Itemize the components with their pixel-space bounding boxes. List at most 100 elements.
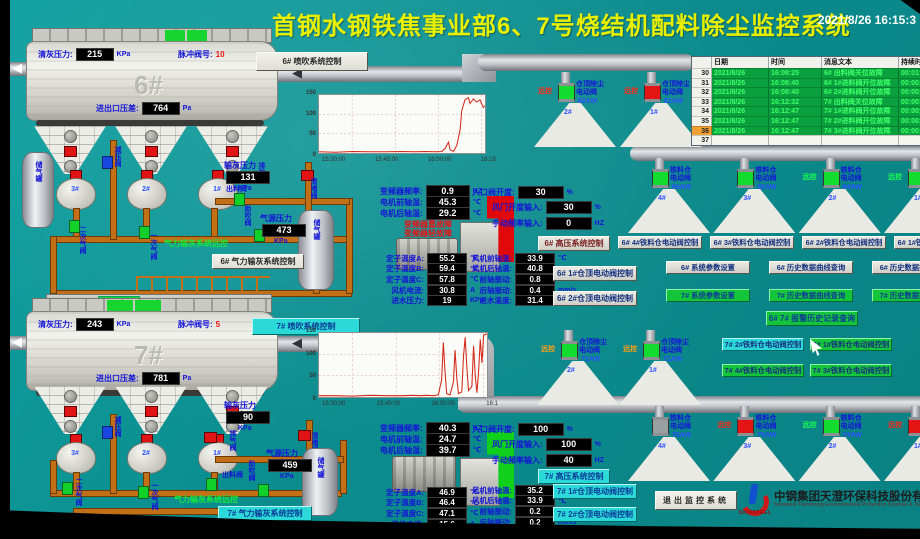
alarm-history-button[interactable]: 6# 7# 报警历史记录查询 [766,311,858,326]
log-row-number: 30 [692,68,712,78]
pulse-valve-label: 脉冲阀号: [178,319,213,329]
motor-graphic-7 [392,456,456,492]
baghouse-7: 清灰压力: 243 KPa 脉冲阀号: 5 7# 进出口压差: 781 Pa [26,298,278,402]
param-row: 风机前轴温: 33.9 ℃ [462,252,576,264]
silo-valve-button-6-1[interactable]: 6# 1#仓顶电动阀控制 [553,266,637,281]
inlet-valve-unit: % [566,188,573,196]
param-buttons-6: 6# 系统参数设置 6# 历史数据曲线查询 6# 历史数据报表查询 [666,261,920,274]
silo-valve-button-6-2[interactable]: 6# 2#仓顶电动阀控制 [553,291,637,306]
pulse-valve-open [107,300,133,311]
log-row[interactable]: 31 2021/8/26 16:08:40 6# 1#进料阀开位故障 00:00… [692,77,920,88]
cone-valve-id: 75AW [757,432,777,439]
cone-body [534,103,616,147]
param-label: 定子温度B: [386,498,424,508]
clean-pressure-unit: KPa [116,50,131,58]
param-value: 47.1 [427,507,467,519]
cone-valve-id: 71AW [663,356,683,363]
param-unit: mm/s [558,287,576,294]
cone-valve-indicator [822,417,840,436]
iron-silo-valve-button[interactable]: 7# 1#铁料仓电动阀控制 [810,338,892,351]
log-header-time: 时间 [769,57,822,68]
log-row[interactable]: 35 2021/8/26 16:12:47 7# 2#进料阀开位故障 00:00… [692,115,920,126]
damper-input-field[interactable]: 100 [545,437,592,451]
freq-label: 变频器频率: [380,423,423,433]
log-row[interactable]: 32 2021/8/26 16:08:40 6# 2#进料阀开位故障 00:00… [692,87,920,97]
pipe-segment [110,414,117,494]
system-button[interactable]: 7# 系统参数设置 [666,289,750,302]
cone-body [537,361,619,405]
iron-silo-valve-button[interactable]: 7# 3#铁料仓电动阀控制 [810,364,892,377]
cone-number: 2# [567,367,575,374]
iron-silo-valve-button[interactable]: 6# 4#铁料仓电动阀控制 [618,236,702,249]
motor-front-temp-unit: ℃ [472,199,482,206]
iron-silo-valve-button[interactable]: 6# 2#铁料仓电动阀控制 [802,236,886,249]
iron-silo-valve-button[interactable]: 7# 2#铁料仓电动阀控制 [722,338,804,351]
param-value: 30.8 [427,284,467,296]
param-value: 19 [427,295,467,307]
system-button[interactable]: 6# 历史数据报表查询 [872,261,920,274]
vessel-number: 1# [213,450,221,457]
param-row: 进水压力: 19 KPa [374,295,484,307]
convey-control-button-6[interactable]: 6# 气力输灰系统控制 [212,254,304,269]
blow-control-button-7[interactable]: 7# 喷吹系统控制 [252,318,360,335]
silo-valve-button-7-1[interactable]: 7# 1#仓顶电动阀控制 [553,484,637,499]
cone-valve-name: 铁料仓电动阀 [670,167,691,182]
log-corner [692,57,712,68]
convey-vessel: 2# [127,434,167,476]
log-row[interactable]: 34 2021/8/26 16:12:47 7# 1#进料阀开位故障 00:00… [692,106,920,116]
param-label: 进水温度: [479,296,513,306]
log-message: 7# 2#进料阀开位故障 [822,115,899,126]
exit-button[interactable]: 退出监控系统 [655,491,737,510]
motor-rear-temp-value: 39.7 [425,443,470,457]
inlet-valve-label: 入口阀开度: [472,424,515,434]
company-name-en: Sinosteel Tiancheng Environmental Protec… [774,502,920,508]
motor-rear-temp-unit: ℃ [472,210,482,217]
log-row[interactable]: 30 2021/8/26 16:08:25 6# 出料阀关位故障 00:01:4 [692,68,920,78]
hv-control-button-7[interactable]: 7# 高压系统控制 [538,469,610,484]
manual-freq-field[interactable]: 0 [545,216,592,230]
remote-flag: 远控 [802,422,817,429]
diff-pressure-label: 进出口压差: [96,373,139,383]
valve-label: 出料阀 [222,472,243,479]
log-time: 16:08:40 [769,77,822,88]
chart-plot-area [318,94,486,154]
silo-valve-button-7-2[interactable]: 7# 2#仓顶电动阀控制 [553,507,637,522]
air-tank-label: 储气罐 [317,457,324,478]
blow-control-button-6[interactable]: 6# 喷吹系统控制 [256,52,368,71]
log-row[interactable]: 36 2021/8/26 16:12:47 7# 3#进料阀开位故障 00:00… [692,125,920,136]
cone-drop-pipe [655,406,664,423]
iron-silo-valve-button[interactable]: 6# 1#铁料仓电动阀控制 [894,236,920,249]
x-tick: 15:30:00 [322,401,346,407]
valve-label: 减压阀 [114,146,121,167]
clock: 2021/8/26 16:15:3 [817,13,916,27]
param-row: 定子温度A: 46.9 ℃ [374,486,484,498]
iron-silo-valve-button[interactable]: 6# 3#铁料仓电动阀控制 [710,236,794,249]
system-button[interactable]: 7# 历史数据曲线查询 [769,289,853,302]
log-row[interactable]: 33 2021/8/26 16:12:32 7# 出料阀关位故障 00:00:5 [692,96,920,107]
log-row-number: 37 [692,135,712,145]
convey-pressure-value: 90 [226,411,270,424]
system-button[interactable]: 6# 历史数据曲线查询 [769,261,853,274]
manual-freq-field[interactable]: 40 [545,453,592,467]
valve-unblock [298,430,311,441]
system-button[interactable]: 7# 历史数据报表查询 [872,289,920,302]
log-row[interactable]: 37 [692,135,920,145]
cone-body [713,189,796,233]
system-button[interactable]: 6# 系统参数设置 [666,261,750,274]
cone-valve-id: 62AW [578,98,598,105]
hv-control-button-6[interactable]: 6# 高压系统控制 [538,236,610,251]
log-duration: 00:00:2 [899,115,920,126]
silo-cone-row-6-top: 远控 仓顶除尘电动阀 62AW 2# 远控 仓顶除尘电动阀 61AW 1# [534,72,702,148]
air-pressure-value: 459 [268,459,312,472]
air-tank-right: 储气罐 [302,448,338,516]
vfd-major-fault-text: 变频器重故障 [404,220,452,229]
damper-input-field[interactable]: 30 [545,200,592,214]
cone-number: 2# [828,195,837,202]
manual-freq-unit: HZ [594,456,605,464]
log-date: 2021/8/26 [712,106,769,116]
silo-cone: 远控 铁料仓电动阀 73AW 1# [883,406,920,482]
iron-silo-valve-button[interactable]: 7# 4#铁料仓电动阀控制 [722,364,804,377]
valve-exhaust [204,432,217,443]
